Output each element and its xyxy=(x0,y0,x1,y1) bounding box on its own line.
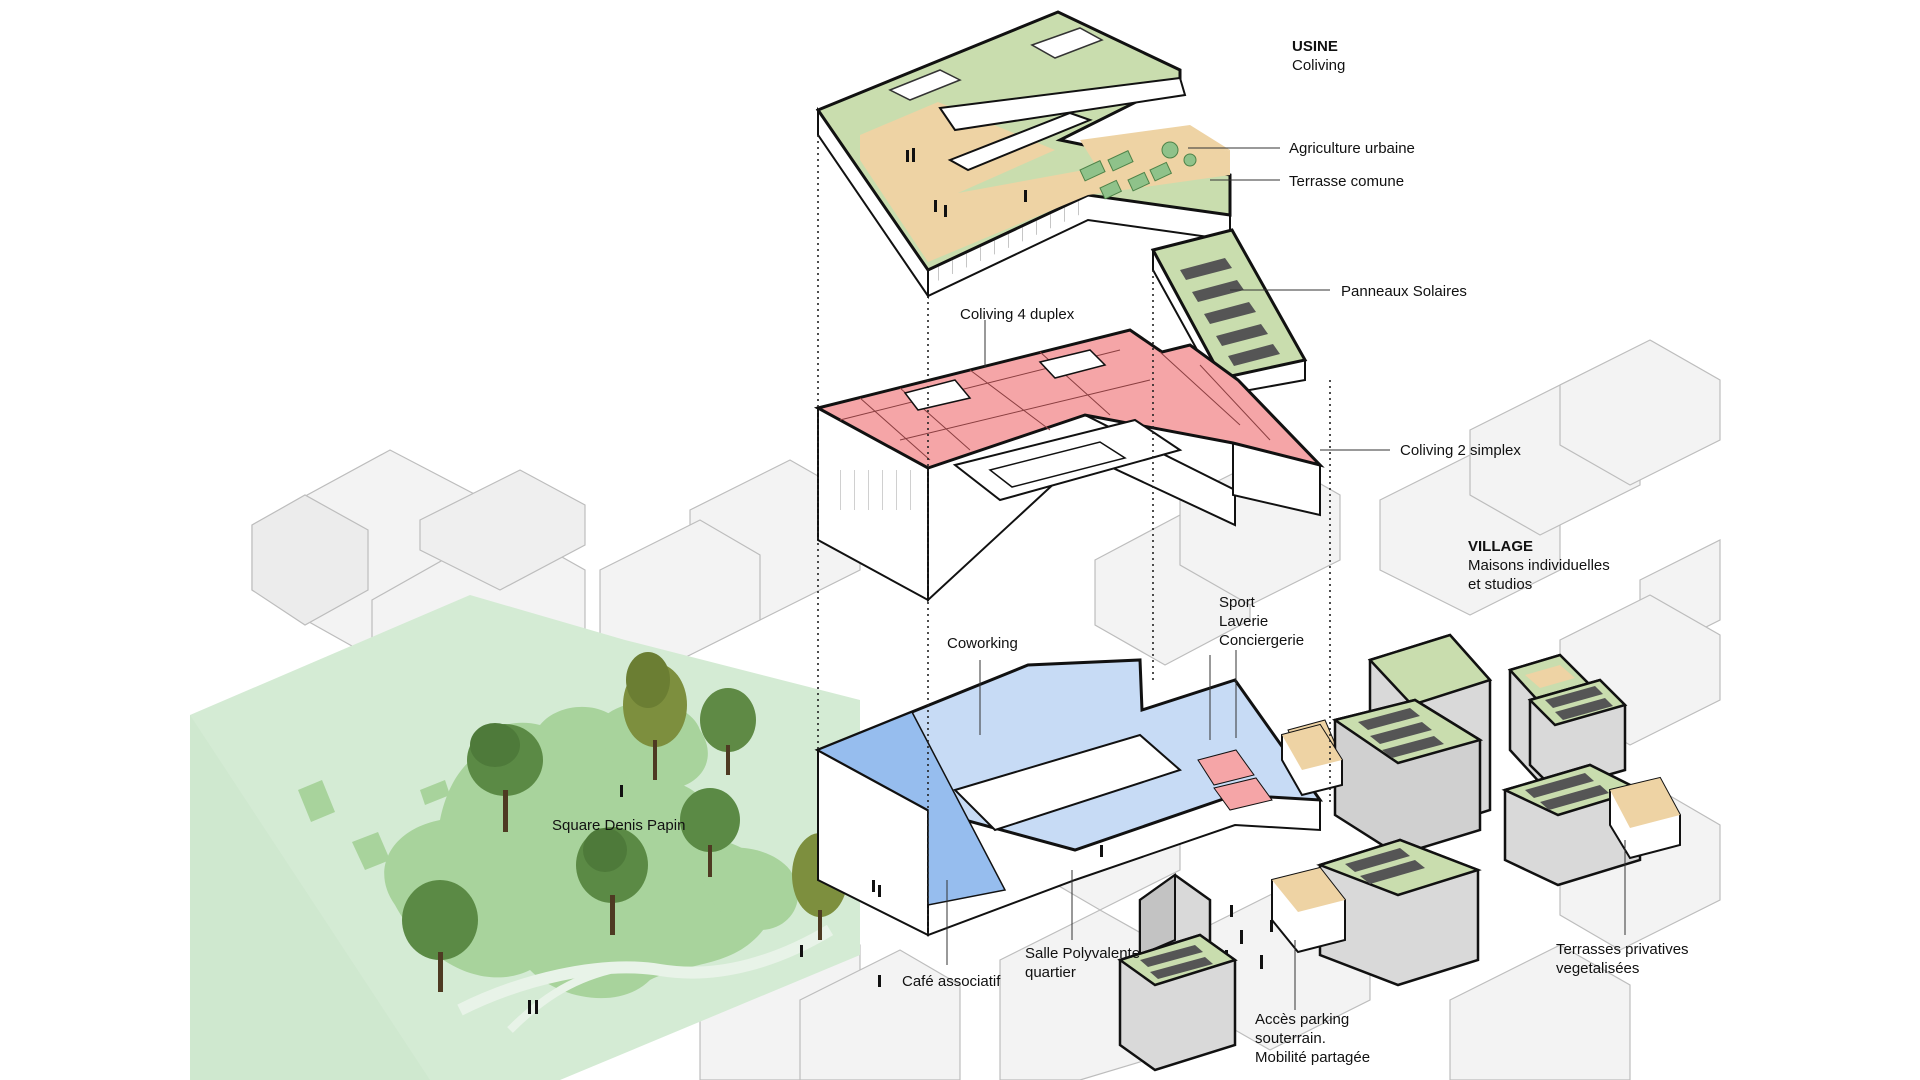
label-coliving-2-simplex: Coliving 2 simplex xyxy=(1400,442,1521,459)
solar-panels xyxy=(1180,258,1280,366)
village-line-2: et studios xyxy=(1468,576,1533,593)
label-panneaux-solaires: Panneaux Solaires xyxy=(1341,283,1467,300)
terrasses-line-1: Terrasses privatives xyxy=(1556,941,1689,958)
acces-line-1: Accès parking xyxy=(1255,1011,1350,1028)
acces-line-2: souterrain. xyxy=(1255,1030,1326,1047)
usine-subtitle: Coliving xyxy=(1292,57,1346,74)
leader-lines xyxy=(946,147,1626,1010)
projection-lines xyxy=(817,135,1331,935)
label-terrasse-comune: Terrasse comune xyxy=(1289,173,1405,190)
terrasses-line-2: vegetalisées xyxy=(1556,960,1640,977)
sport-label: Sport xyxy=(1219,594,1255,611)
village-houses xyxy=(1117,633,1681,1072)
label-square-denis-papin: Square Denis Papin xyxy=(552,817,686,834)
usine-title: USINE xyxy=(1292,38,1338,55)
label-salle-polyvalente: Salle Polyvalente quartier xyxy=(1025,944,1140,982)
village-line-1: Maisons individuelles xyxy=(1468,557,1610,574)
label-sport-laverie-conciergerie: Sport Laverie Conciergerie xyxy=(1219,593,1304,650)
conciergerie-label: Conciergerie xyxy=(1219,632,1305,649)
label-agriculture-urbaine: Agriculture urbaine xyxy=(1289,140,1415,157)
coliving-level xyxy=(813,328,1325,603)
park-trees xyxy=(402,652,848,992)
salle-line-2: quartier xyxy=(1025,964,1076,981)
label-coliving-4-duplex: Coliving 4 duplex xyxy=(960,306,1075,323)
label-cafe-associatif: Café associatif xyxy=(902,973,1001,990)
label-village: VILLAGE Maisons individuelles et studios xyxy=(1468,537,1610,594)
label-terrasses-privatives: Terrasses privatives vegetalisées xyxy=(1556,940,1689,978)
acces-line-3: Mobilité partagée xyxy=(1255,1049,1371,1066)
village-title: VILLAGE xyxy=(1468,538,1534,555)
salle-line-1: Salle Polyvalente xyxy=(1025,945,1141,962)
solar-roof xyxy=(1150,228,1308,397)
label-coworking: Coworking xyxy=(947,635,1018,652)
roof-terrace-level xyxy=(815,10,1232,300)
label-acces-parking: Accès parking souterrain. Mobilité parta… xyxy=(1255,1010,1370,1067)
laverie-label: Laverie xyxy=(1219,613,1269,630)
label-usine: USINE Coliving xyxy=(1292,37,1345,75)
